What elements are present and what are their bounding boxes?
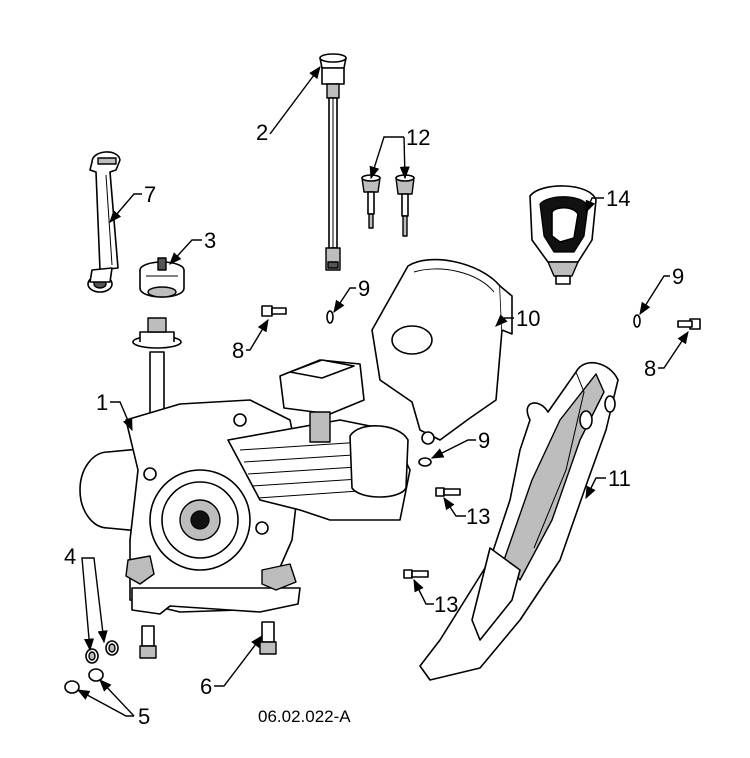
screw-part-1 [435,487,461,497]
callout-5: 5 [138,704,150,729]
callout-7: 7 [144,182,156,207]
handle-part [529,185,597,285]
dipstick-tube-part [319,53,347,271]
shroud-part [371,258,513,441]
document-number: 06.02.022-A [258,707,351,726]
callout-9-lower: 9 [478,428,490,453]
leader-lines [76,65,689,717]
callout-10: 10 [516,306,540,331]
callout-13-lower: 13 [434,592,458,617]
callout-6: 6 [200,674,212,699]
callout-13-upper: 13 [466,504,490,529]
callout-1: 1 [96,390,108,415]
bolt-part-right [677,318,701,330]
oil-fill-cap-part [139,257,185,298]
washer-part-2 [633,314,641,328]
drain-plug-parts [139,621,277,659]
guard-part [419,362,619,681]
callout-12: 12 [406,125,430,150]
fitting-parts-4 [85,640,119,664]
callout-8-left: 8 [232,338,244,363]
callout-11: 11 [608,466,631,491]
callout-3: 3 [204,228,216,253]
callout-9-right: 9 [672,264,684,289]
callout-8-right: 8 [644,356,656,381]
screw-part-2 [403,569,429,579]
spark-plug-wrench-part [87,151,121,293]
washer-part-1 [326,310,334,324]
engine-assembly-part [79,317,435,615]
plug-parts [361,174,415,237]
callout-9-left: 9 [358,276,370,301]
callout-14: 14 [606,186,630,211]
callout-2: 2 [256,120,268,145]
fitting-parts-5 [64,668,104,694]
bolt-part-left [261,305,287,317]
washer-part-3 [418,457,432,467]
callout-4: 4 [64,544,76,569]
